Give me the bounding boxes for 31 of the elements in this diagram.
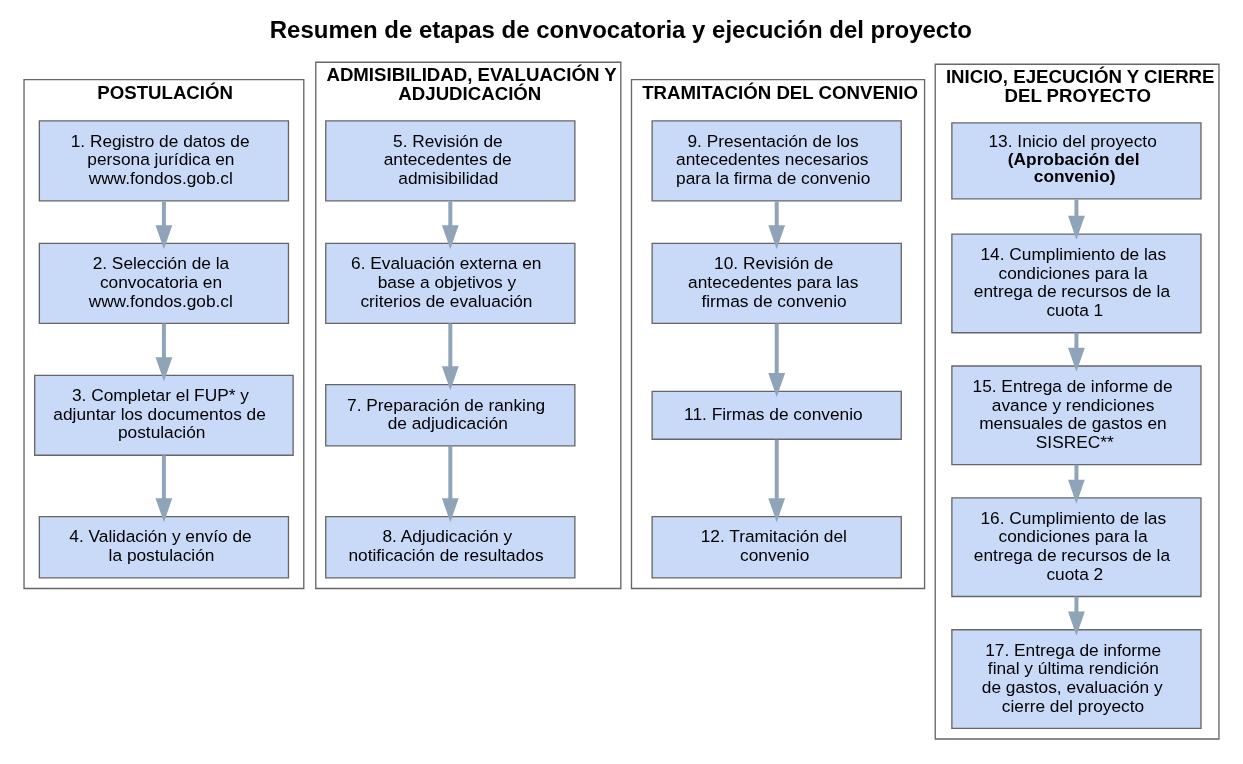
node-box: 5. Revisión de antecedentes de admisibilidad	[325, 120, 576, 202]
arrow	[768, 201, 786, 250]
arrow	[768, 323, 786, 398]
arrow	[155, 201, 173, 250]
arrow	[768, 439, 786, 523]
node-box: 1. Registro de datos de persona jurídica en www.fondos.gob.cl	[38, 120, 290, 202]
arrow	[441, 445, 459, 523]
arrow	[1068, 199, 1085, 240]
node-box: 16. Cumplimiento de las condiciones para la entrega de recursos de la cuota 2	[951, 497, 1202, 598]
arrow	[1068, 332, 1085, 372]
node-box: 9. Presentación de los antecedentes necesarios para la firma de convenio	[651, 120, 902, 202]
node-box: 11. Firmas de convenio	[651, 390, 902, 440]
node-box: 15. Entrega de informe de avance y rendiciones mensuales de gastos en SISREC**	[951, 365, 1202, 466]
node-box: 3. Completar el FUP* y adjuntar los documentos de postulación	[34, 374, 294, 456]
diagram-title: Resumen de etapas de convocatoria y ejecución del proyecto	[269, 15, 972, 43]
node-box: 10. Revisión de antecedentes para las firmas de convenio	[651, 242, 902, 325]
arrow	[155, 455, 173, 523]
arrow	[441, 323, 459, 391]
arrow	[1068, 596, 1085, 636]
arrow	[1068, 464, 1085, 504]
node-box: 2. Selección de la convocatoria en www.fondos.gob.cl	[38, 242, 290, 325]
node-box: 17. Entrega de informe final y última rendición de gastos, evaluación y cierre del proyecto	[951, 629, 1202, 730]
node-box: 4. Validación y envío de la postulación	[38, 515, 290, 579]
arrow	[155, 323, 173, 382]
arrow	[441, 201, 459, 250]
node-box: 14. Cumplimiento de las condiciones para la entrega de recursos de la cuota 1	[951, 233, 1202, 334]
node-box: 7. Preparación de ranking de adjudicación	[325, 384, 576, 447]
node-box: 8. Adjudicación y notificación de resultados	[325, 515, 576, 579]
node-box: 13. Inicio del proyecto (Aprobación del convenio)	[951, 122, 1202, 200]
node-box: 6. Evaluación externa en base a objetivos y criterios de evaluación	[325, 242, 576, 325]
node-box: 12. Tramitación del convenio	[651, 515, 902, 579]
